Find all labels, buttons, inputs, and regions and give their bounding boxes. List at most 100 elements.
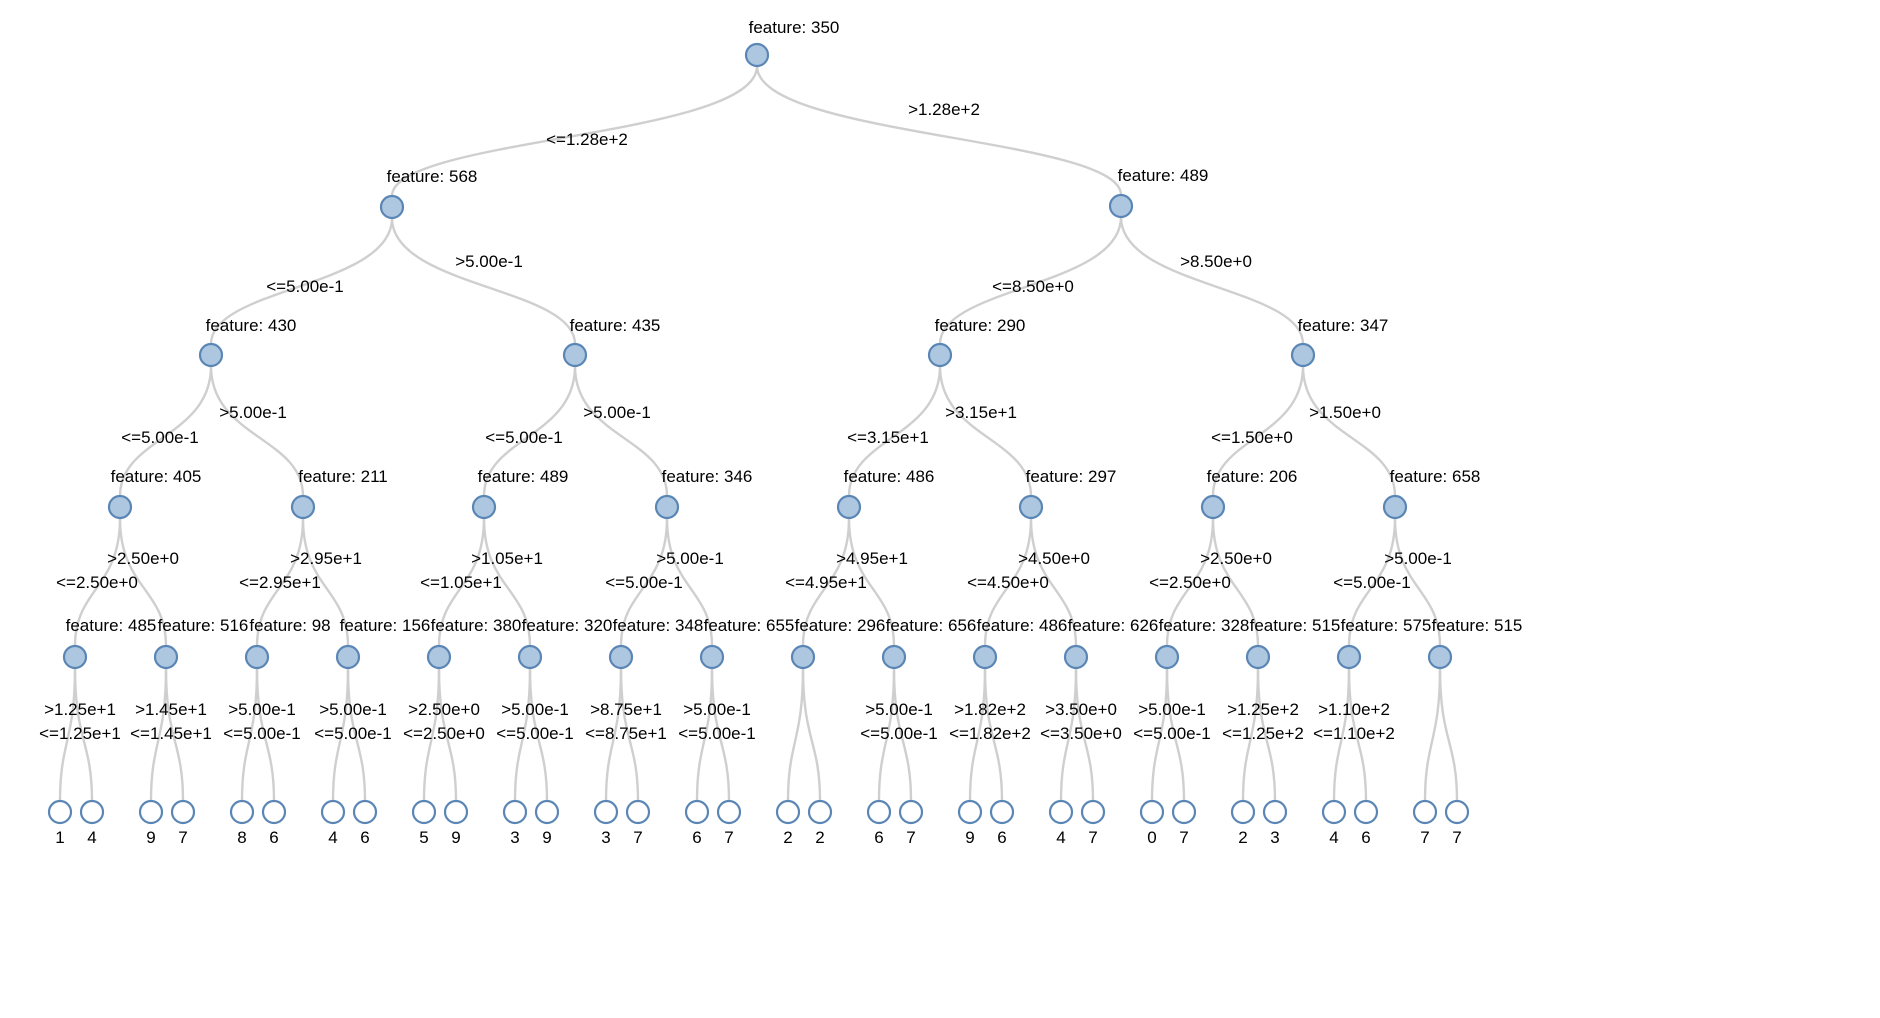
- internal-node[interactable]: [1245, 644, 1271, 670]
- leaf-node[interactable]: [170, 799, 196, 825]
- tree-edge: [938, 215, 1123, 346]
- internal-node[interactable]: [471, 494, 497, 520]
- leaf-node[interactable]: [138, 799, 164, 825]
- leaf-node[interactable]: [261, 799, 287, 825]
- internal-node[interactable]: [836, 494, 862, 520]
- internal-node[interactable]: [62, 644, 88, 670]
- leaf-node[interactable]: [957, 799, 983, 825]
- internal-node[interactable]: [699, 644, 725, 670]
- internal-node[interactable]: [244, 644, 270, 670]
- tree-edge: [847, 516, 896, 648]
- leaf-node[interactable]: [502, 799, 528, 825]
- internal-node[interactable]: [290, 494, 316, 520]
- internal-node[interactable]: [379, 194, 405, 220]
- edge-condition-label: <=2.50e+0: [403, 724, 485, 743]
- leaf-node[interactable]: [229, 799, 255, 825]
- internal-node[interactable]: [198, 342, 224, 368]
- edge-condition-label: >4.95e+1: [836, 549, 908, 568]
- leaf-node[interactable]: [625, 799, 651, 825]
- internal-node[interactable]: [1018, 494, 1044, 520]
- internal-node[interactable]: [790, 644, 816, 670]
- leaf-class-label: 4: [328, 828, 337, 847]
- leaf-node[interactable]: [1321, 799, 1347, 825]
- tree-edge: [1059, 666, 1078, 803]
- tree-edge: [877, 666, 896, 803]
- tree-edge: [847, 364, 942, 498]
- leaf-node[interactable]: [1262, 799, 1288, 825]
- leaf-node[interactable]: [1412, 799, 1438, 825]
- internal-node[interactable]: [744, 42, 770, 68]
- leaf-node[interactable]: [775, 799, 801, 825]
- leaf-node[interactable]: [989, 799, 1015, 825]
- leaf-node[interactable]: [684, 799, 710, 825]
- tree-edge: [437, 666, 458, 803]
- internal-node[interactable]: [972, 644, 998, 670]
- leaf-node[interactable]: [443, 799, 469, 825]
- leaf-class-label: 2: [815, 828, 824, 847]
- leaf-class-label: 6: [269, 828, 278, 847]
- leaf-node[interactable]: [1444, 799, 1470, 825]
- internal-node[interactable]: [1063, 644, 1089, 670]
- leaf-node[interactable]: [1171, 799, 1197, 825]
- leaf-node[interactable]: [1048, 799, 1074, 825]
- tree-edge: [118, 516, 168, 648]
- internal-node[interactable]: [335, 644, 361, 670]
- internal-node[interactable]: [517, 644, 543, 670]
- leaf-node[interactable]: [866, 799, 892, 825]
- leaf-node[interactable]: [807, 799, 833, 825]
- internal-node[interactable]: [153, 644, 179, 670]
- leaf-class-label: 0: [1147, 828, 1156, 847]
- internal-node[interactable]: [1154, 644, 1180, 670]
- labels-layer: <=1.28e+2>1.28e+2<=5.00e-1>5.00e-1<=8.50…: [39, 18, 1522, 847]
- tree-edge: [938, 364, 1033, 498]
- edge-condition-label: <=5.00e-1: [485, 428, 563, 447]
- leaf-node[interactable]: [79, 799, 105, 825]
- internal-node[interactable]: [654, 494, 680, 520]
- internal-node[interactable]: [881, 644, 907, 670]
- leaf-node[interactable]: [411, 799, 437, 825]
- leaf-node[interactable]: [352, 799, 378, 825]
- internal-node[interactable]: [1336, 644, 1362, 670]
- tree-edge: [1301, 364, 1397, 498]
- edge-condition-label: <=8.75e+1: [585, 724, 667, 743]
- leaf-class-label: 7: [1452, 828, 1461, 847]
- leaf-class-label: 6: [997, 828, 1006, 847]
- leaf-node[interactable]: [534, 799, 560, 825]
- leaf-node[interactable]: [1080, 799, 1106, 825]
- node-feature-label: feature: 655: [704, 616, 795, 635]
- internal-node[interactable]: [1382, 494, 1408, 520]
- internal-node[interactable]: [1290, 342, 1316, 368]
- node-feature-label: feature: 347: [1298, 316, 1389, 335]
- internal-node[interactable]: [1200, 494, 1226, 520]
- tree-edge: [149, 666, 168, 803]
- internal-node[interactable]: [1108, 193, 1134, 219]
- leaf-node[interactable]: [898, 799, 924, 825]
- leaf-class-label: 9: [146, 828, 155, 847]
- internal-node[interactable]: [107, 494, 133, 520]
- tree-edge: [437, 516, 486, 648]
- tree-edge: [665, 516, 714, 648]
- tree-edge: [1347, 666, 1368, 803]
- internal-node[interactable]: [562, 342, 588, 368]
- leaf-node[interactable]: [716, 799, 742, 825]
- leaf-node[interactable]: [320, 799, 346, 825]
- internal-node[interactable]: [1427, 644, 1453, 670]
- node-feature-label: feature: 515: [1432, 616, 1523, 635]
- node-feature-label: feature: 296: [795, 616, 886, 635]
- leaf-node[interactable]: [1353, 799, 1379, 825]
- node-feature-label: feature: 489: [478, 467, 569, 486]
- leaf-node[interactable]: [593, 799, 619, 825]
- tree-edge: [1241, 666, 1260, 803]
- edge-condition-label: >5.00e-1: [683, 700, 751, 719]
- edge-condition-label: <=2.95e+1: [239, 573, 321, 592]
- tree-edge: [118, 364, 213, 498]
- leaf-node[interactable]: [1139, 799, 1165, 825]
- node-feature-label: feature: 206: [1207, 467, 1298, 486]
- internal-node[interactable]: [426, 644, 452, 670]
- internal-node[interactable]: [608, 644, 634, 670]
- internal-node[interactable]: [927, 342, 953, 368]
- leaf-node[interactable]: [47, 799, 73, 825]
- leaf-class-label: 4: [1056, 828, 1065, 847]
- leaf-node[interactable]: [1230, 799, 1256, 825]
